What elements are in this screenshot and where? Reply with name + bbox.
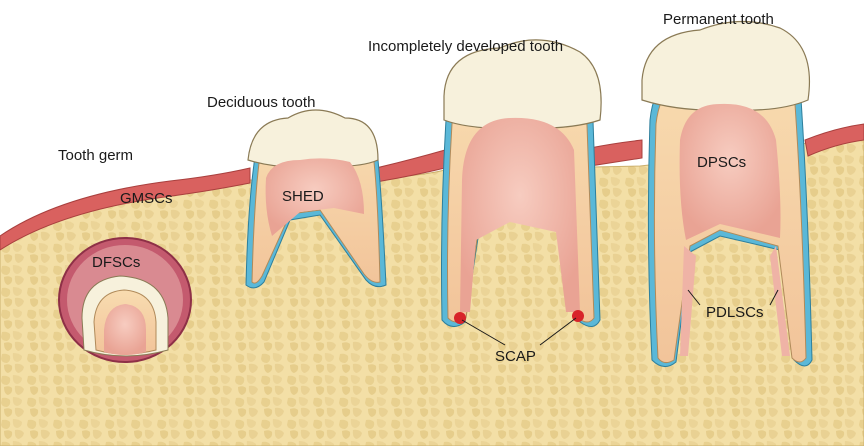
title-deciduous-tooth: Deciduous tooth: [207, 94, 315, 111]
label-scap: SCAP: [495, 348, 536, 365]
label-shed: SHED: [282, 188, 324, 205]
gingiva-right-2: [590, 140, 642, 166]
title-permanent-tooth: Permanent tooth: [663, 11, 774, 28]
scap-apex-left: [454, 312, 466, 324]
title-tooth-germ: Tooth germ: [58, 147, 133, 164]
label-dpscs: DPSCs: [697, 154, 746, 171]
label-pdlscs: PDLSCs: [706, 304, 764, 321]
label-gmscs: GMSCs: [120, 190, 173, 207]
title-incomplete-tooth: Incompletely developed tooth: [368, 38, 563, 55]
label-dfscs: DFSCs: [92, 254, 140, 271]
